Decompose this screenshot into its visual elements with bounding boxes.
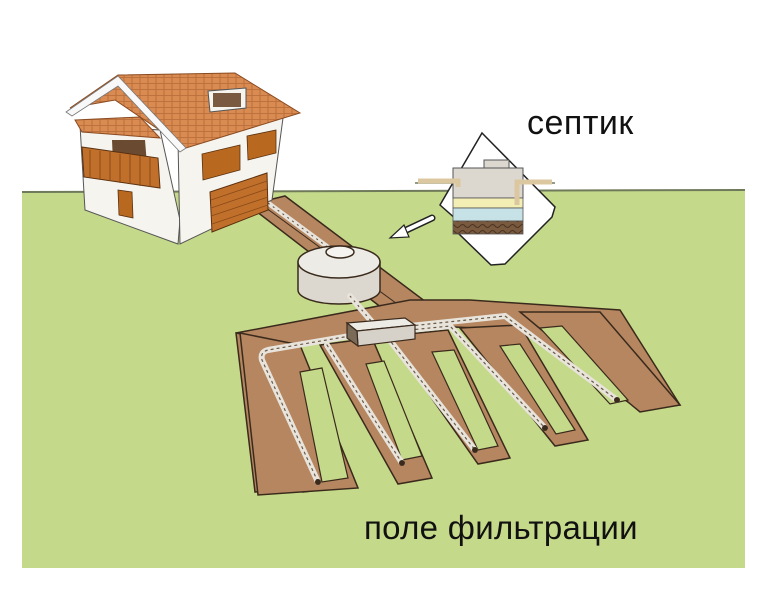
arrow-icon	[388, 214, 436, 239]
drain-field	[235, 299, 682, 496]
septic-label: септик	[527, 104, 634, 142]
filtration-field-label: поле фильтрации	[364, 509, 638, 546]
septic-cross-section	[388, 131, 556, 266]
house	[65, 72, 302, 245]
distribution-box	[345, 317, 417, 348]
septic-tank	[297, 245, 381, 325]
perforated-pipes	[258, 312, 620, 485]
